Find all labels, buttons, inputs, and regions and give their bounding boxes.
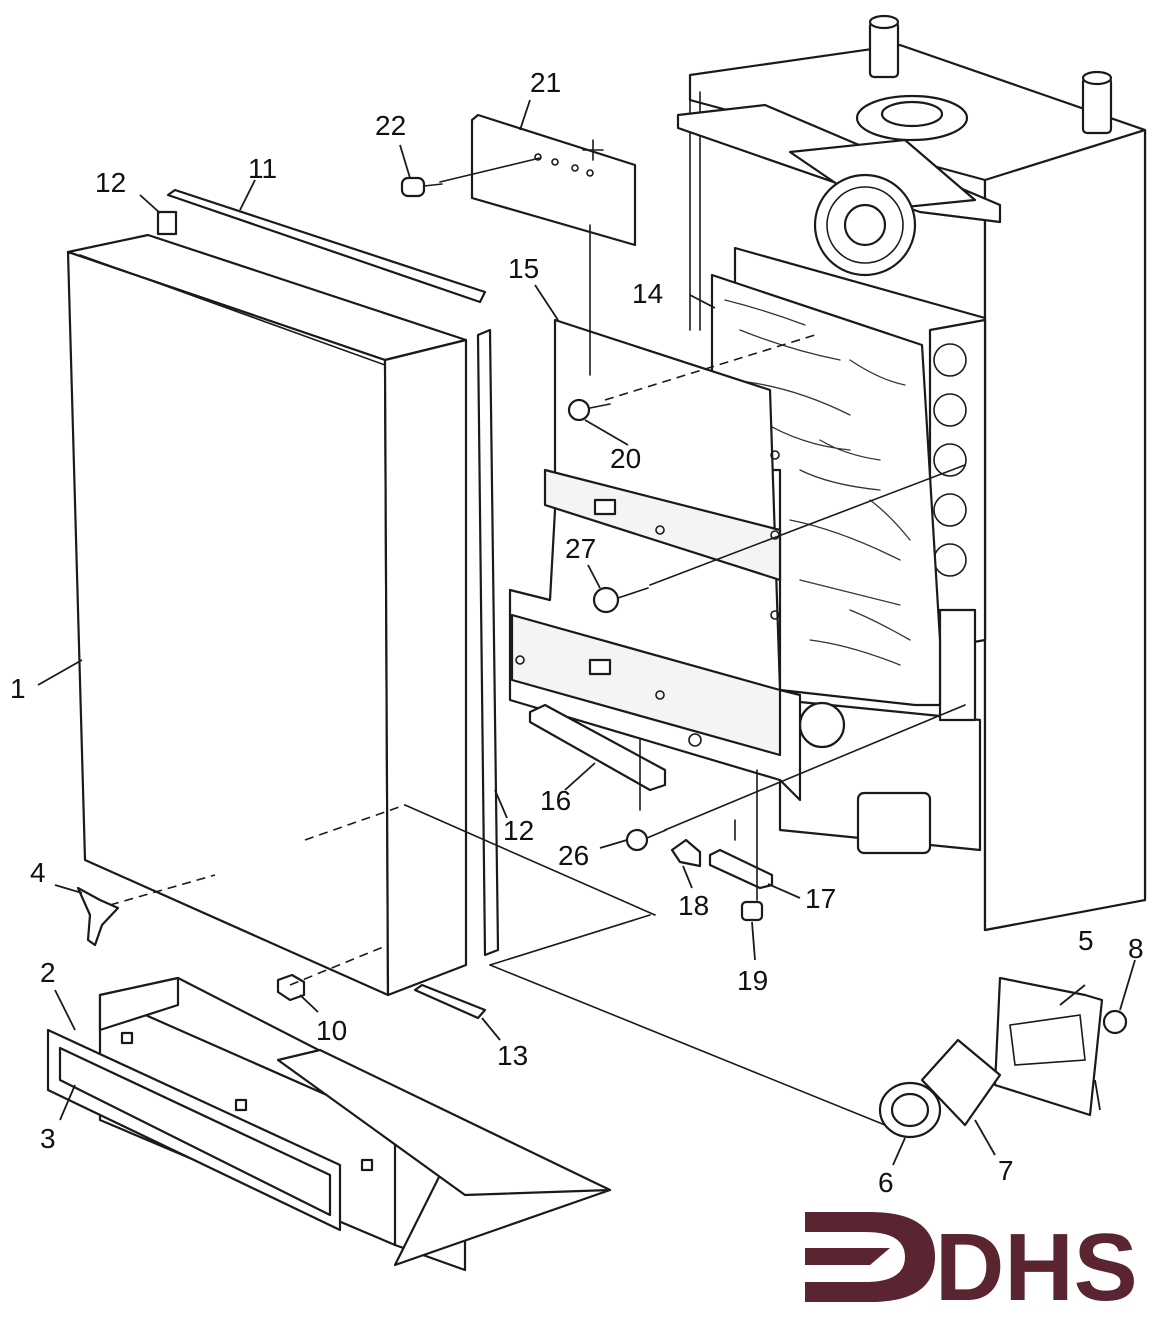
callout-18: 18 (678, 890, 709, 921)
leader-lines (37, 99, 1136, 1166)
side-seal-strip (476, 328, 500, 957)
cover-plate (470, 113, 637, 247)
combustion-cover (508, 318, 802, 802)
callout-26: 26 (558, 840, 589, 871)
callout-13: 13 (497, 1040, 528, 1071)
dhs-logo: DHS (805, 1212, 1138, 1320)
callout-14: 14 (632, 278, 663, 309)
callout-12-top: 12 (95, 167, 126, 198)
callout-20: 20 (610, 443, 641, 474)
callout-5: 5 (1078, 925, 1094, 956)
callout-21: 21 (530, 67, 561, 98)
callout-11: 11 (248, 153, 277, 184)
dhs-logo-arrow-icon (805, 1212, 935, 1302)
callout-7: 7 (998, 1155, 1014, 1186)
callout-4: 4 (30, 857, 46, 888)
callout-22: 22 (375, 110, 406, 141)
front-trim (46, 1028, 342, 1232)
callout-12-side: 12 (503, 815, 534, 846)
callout-8: 8 (1128, 933, 1144, 964)
callout-15: 15 (508, 253, 539, 284)
callout-2: 2 (40, 957, 56, 988)
assembly-lines (109, 157, 966, 1126)
callout-10: 10 (316, 1015, 347, 1046)
fasteners (76, 176, 1128, 1139)
top-seal-strip (156, 188, 487, 304)
callout-19: 19 (737, 965, 768, 996)
callout-3: 3 (40, 1123, 56, 1154)
callout-17: 17 (805, 883, 836, 914)
dhs-logo-text: DHS (935, 1214, 1138, 1320)
bottom-seal-strip (413, 983, 487, 1020)
front-casing-panel (66, 233, 468, 997)
callout-16: 16 (540, 785, 571, 816)
callout-27: 27 (565, 533, 596, 564)
callout-6: 6 (878, 1167, 894, 1198)
callout-1: 1 (10, 673, 26, 704)
callout-labels: 1 2 3 4 5 6 7 8 10 11 12 12 13 14 15 16 … (10, 67, 1144, 1198)
